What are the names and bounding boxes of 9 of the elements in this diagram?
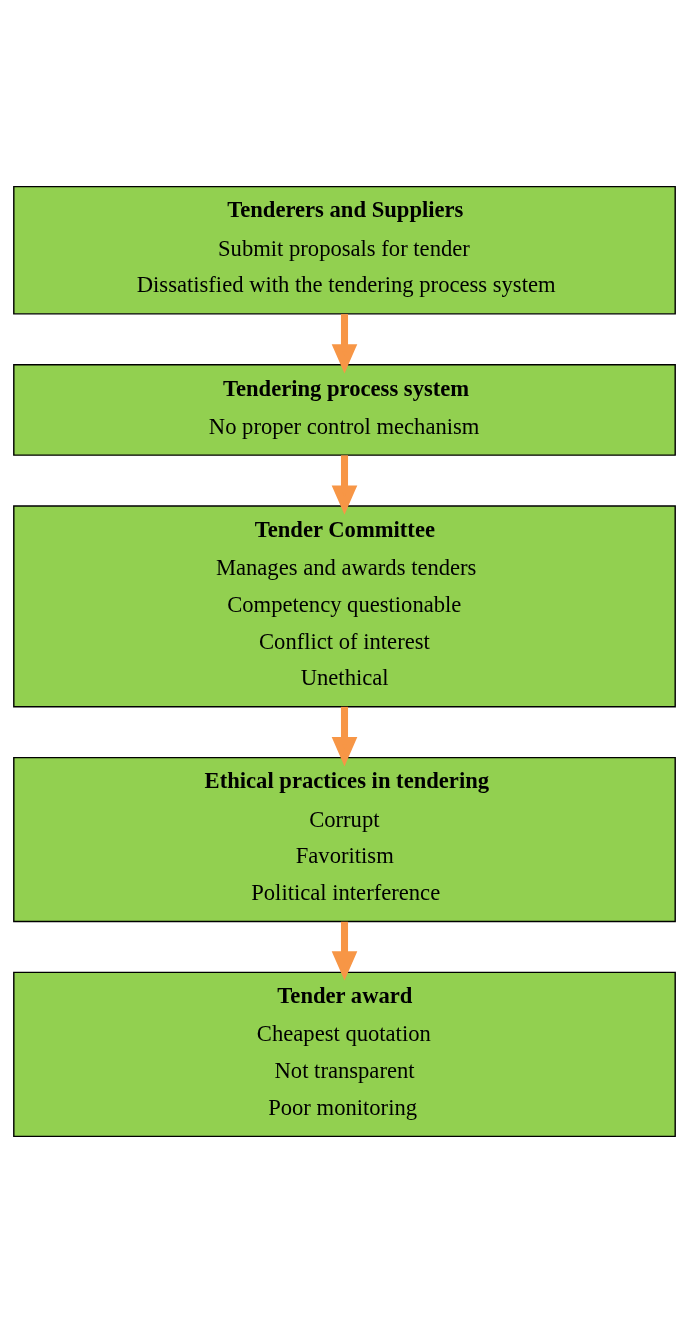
node-box: Ethical practices in tendering Corrupt Favoritism Political interference (13, 756, 676, 923)
node-box: Tender Committee Manages and awards tenders Competency questionable Conflict of interest Unethical (13, 505, 676, 708)
node-box: Tender award Cheapest quotation Not transparent Poor monitoring (13, 971, 676, 1138)
arrow (331, 921, 358, 981)
node-box: Tenderers and Suppliers Submit proposals for tender Dissatisfied with the tendering process system (13, 185, 676, 315)
node-box: Tendering process system No proper control mechanism (13, 364, 676, 456)
arrow (331, 706, 358, 767)
arrow (331, 455, 358, 515)
arrow (331, 314, 358, 374)
